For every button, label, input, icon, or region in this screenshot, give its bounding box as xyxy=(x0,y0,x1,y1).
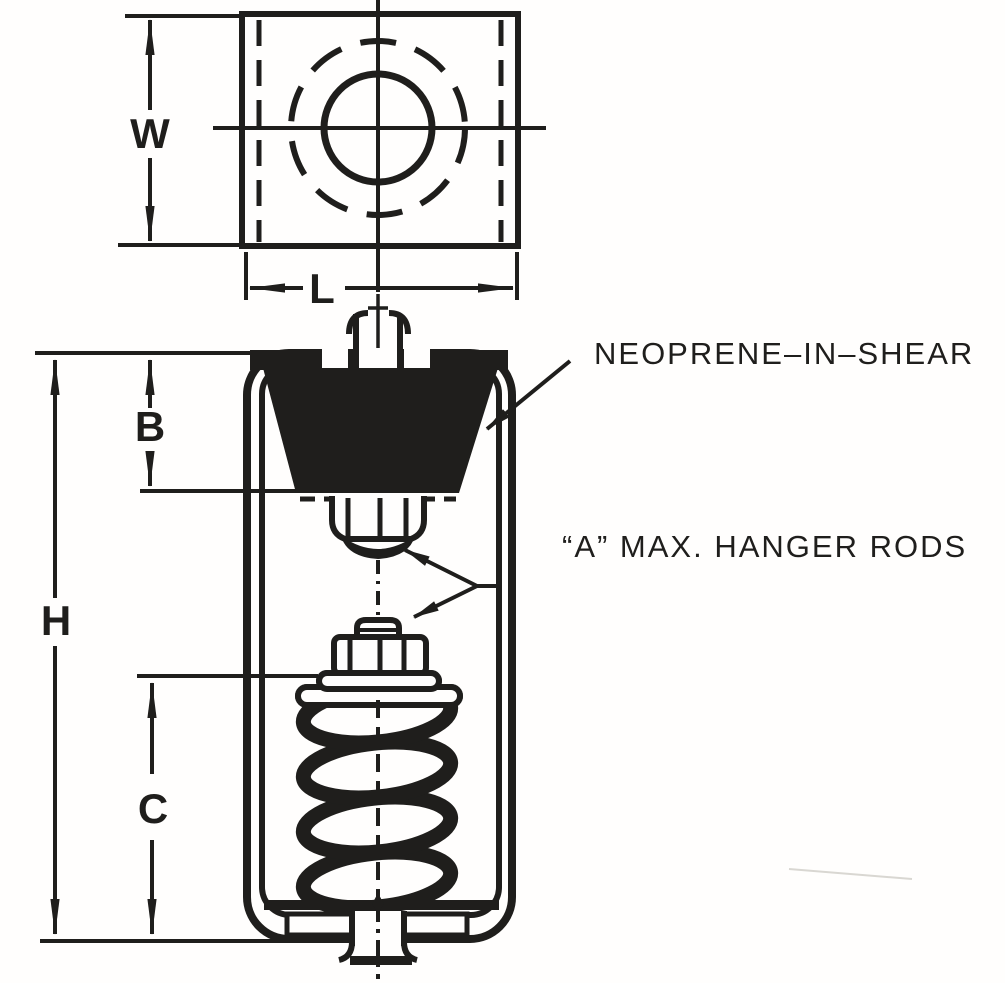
hidden-circle xyxy=(288,38,468,218)
dimension-b: B xyxy=(135,359,165,487)
w-label: W xyxy=(130,110,170,157)
c-label: C xyxy=(138,785,168,832)
dimension-h: H xyxy=(41,359,71,935)
top-view xyxy=(118,0,546,292)
b-label: B xyxy=(135,403,165,450)
top-flange-rod-gap xyxy=(359,349,397,371)
bottom-rod-flare-right xyxy=(401,941,418,963)
rods-leader-lower xyxy=(413,584,478,619)
washer-front xyxy=(316,670,442,692)
upper-rod-hook-right xyxy=(388,310,411,335)
upper-rod-end-cap xyxy=(341,536,415,559)
hanger-rods-callout: “A” MAX. HANGER RODS xyxy=(404,529,967,619)
upper-rod-stub xyxy=(346,294,411,370)
hanger-rods-callout-text: “A” MAX. HANGER RODS xyxy=(562,529,967,564)
top-flange-slot-left xyxy=(322,349,348,371)
l-label: L xyxy=(309,265,335,312)
bottom-rod-end-bar xyxy=(350,956,412,965)
seat-center-tick xyxy=(372,893,384,913)
upper-rod-hook-left xyxy=(346,310,369,335)
bottom-rod-flare-left xyxy=(338,941,355,963)
dimension-c: C xyxy=(138,682,168,935)
bore-hole-circle xyxy=(320,70,436,186)
upper-nut xyxy=(329,496,427,559)
top-flange-slot-right xyxy=(404,349,430,371)
neoprene-callout: NEOPRENE–IN–SHEAR xyxy=(485,336,974,431)
neoprene-callout-text: NEOPRENE–IN–SHEAR xyxy=(594,336,974,371)
h-label: H xyxy=(41,597,71,644)
scan-artifact xyxy=(788,868,913,880)
neoprene-element xyxy=(263,368,498,493)
neoprene-leader-line xyxy=(485,359,572,431)
dimension-w: W xyxy=(130,19,170,242)
dimension-l: L xyxy=(244,252,519,312)
front-view xyxy=(35,294,516,979)
rods-leader-upper xyxy=(404,548,478,588)
